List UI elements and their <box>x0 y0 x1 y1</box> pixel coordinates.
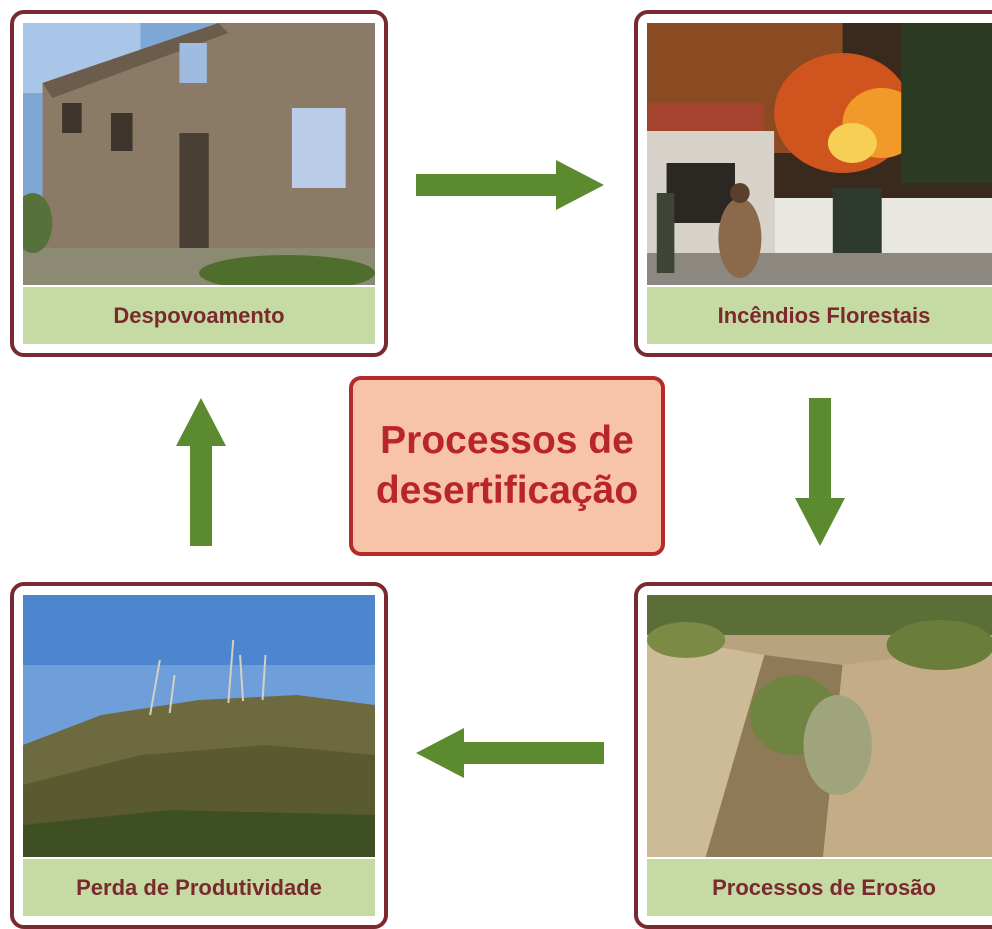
card-incendios-florestais: Incêndios Florestais <box>634 10 992 357</box>
card-label-perda-de-produtividade: Perda de Produtividade <box>23 859 375 916</box>
card-label-incendios-florestais: Incêndios Florestais <box>647 287 992 344</box>
burnt-hillside-photo <box>23 595 375 857</box>
card-perda-de-produtividade: Perda de Produtividade <box>10 582 388 929</box>
forest-fire-photo <box>647 23 992 285</box>
card-processos-de-erosao: Processos de Erosão <box>634 582 992 929</box>
eroded-gully-photo <box>647 595 992 857</box>
arrow-right-icon <box>416 160 604 210</box>
abandoned-house-photo <box>23 23 375 285</box>
card-despovoamento: Despovoamento <box>10 10 388 357</box>
arrow-up-icon <box>176 398 226 546</box>
card-label-despovoamento: Despovoamento <box>23 287 375 344</box>
card-label-processos-de-erosao: Processos de Erosão <box>647 859 992 916</box>
center-title-box: Processos de desertificação <box>349 376 665 556</box>
center-title: Processos de desertificação <box>375 419 639 512</box>
arrow-left-icon <box>416 728 604 778</box>
arrow-down-icon <box>795 398 845 546</box>
